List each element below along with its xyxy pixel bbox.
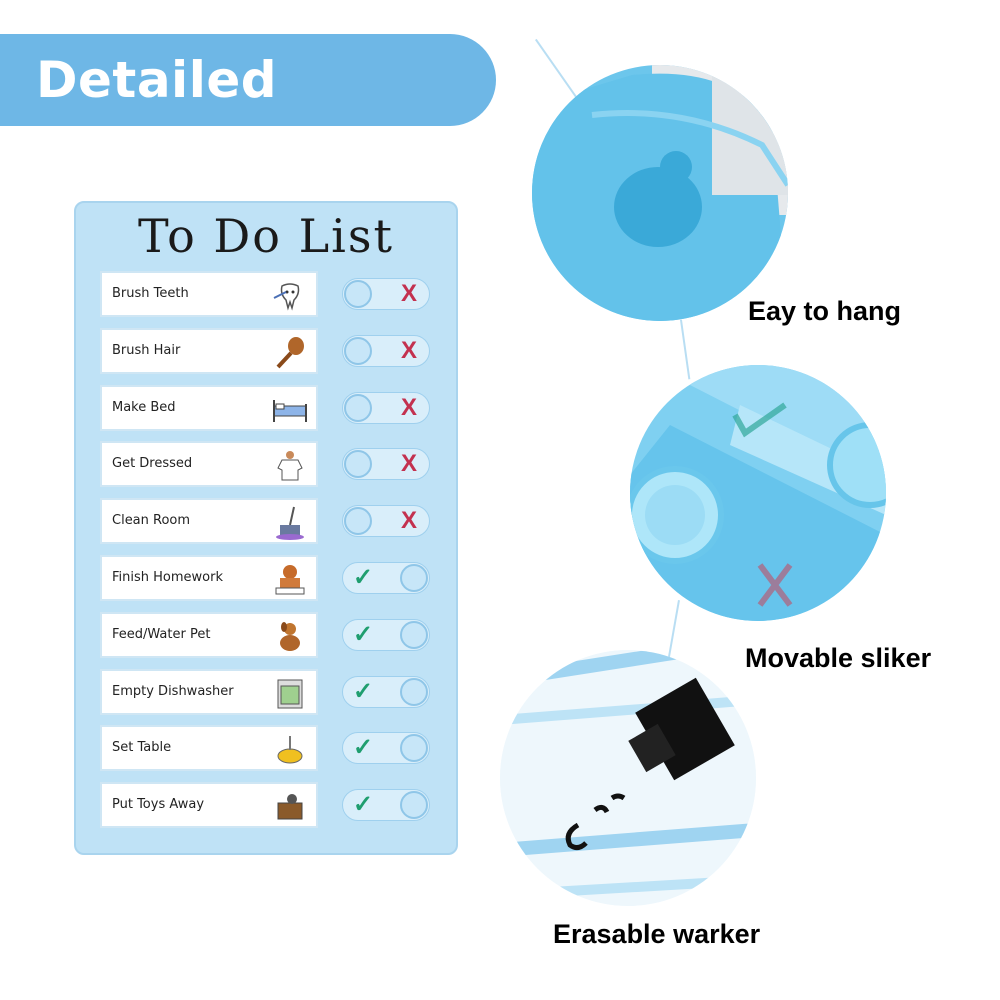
status-slider[interactable]: X — [342, 334, 430, 367]
connector-line — [680, 319, 691, 380]
slider-knob[interactable] — [400, 677, 428, 706]
x-mark-icon: X — [401, 280, 418, 307]
slider-knob[interactable] — [400, 620, 428, 649]
task-row: Brush Teeth X — [100, 271, 430, 317]
shirt-icon — [272, 448, 308, 484]
hang-caption: Eay to hang — [748, 296, 902, 326]
task-row: Feed/Water Pet ✓ — [100, 611, 430, 658]
slider-knob[interactable] — [344, 450, 372, 479]
task-label: Put Toys Away — [112, 797, 205, 813]
x-mark-icon: X — [401, 393, 418, 421]
slider-detail-circle — [630, 365, 886, 621]
task-row: Set Table ✓ — [100, 725, 430, 772]
hairbrush-icon — [272, 335, 308, 371]
slider-knob[interactable] — [400, 791, 428, 820]
check-mark-icon: ✓ — [353, 564, 374, 591]
task-label: Set Table — [112, 740, 172, 756]
task-card: Brush Teeth — [100, 271, 318, 317]
slider-knob[interactable] — [344, 336, 372, 365]
status-slider[interactable]: ✓ — [342, 618, 430, 651]
status-slider[interactable]: ✓ — [342, 789, 430, 822]
status-slider[interactable]: ✓ — [342, 562, 430, 594]
slider-knob[interactable] — [400, 564, 428, 592]
x-mark-icon: X — [401, 336, 418, 364]
slider-knob[interactable] — [400, 734, 428, 763]
task-row: Make Bed X — [100, 384, 430, 431]
task-row: Get Dressed X — [100, 441, 430, 488]
task-card: Finish Homework — [100, 555, 318, 601]
check-mark-icon: ✓ — [353, 734, 374, 762]
table-setting-icon — [272, 732, 308, 768]
board-title: To Do List — [138, 209, 394, 263]
task-label: Finish Homework — [112, 570, 223, 585]
task-card: Feed/Water Pet — [100, 611, 318, 658]
task-card: Clean Room — [100, 498, 318, 545]
task-label: Make Bed — [112, 399, 176, 415]
task-label: Clean Room — [112, 513, 191, 529]
banner-title: Detailed display — [36, 51, 278, 201]
check-mark-icon: ✓ — [353, 677, 374, 705]
header-banner: Detailed display — [0, 34, 496, 201]
task-label: Feed/Water Pet — [112, 626, 211, 642]
x-mark-icon: X — [401, 507, 418, 535]
slider-caption: Movable sliker — [745, 643, 932, 673]
vacuum-icon — [272, 505, 308, 541]
slider-knob[interactable] — [344, 507, 372, 536]
task-label: Empty Dishwasher — [112, 683, 234, 699]
toy-chest-icon — [272, 789, 308, 825]
x-mark-icon: X — [401, 450, 418, 478]
task-card: Make Bed — [100, 384, 318, 431]
status-slider[interactable]: X — [342, 278, 430, 310]
task-row: Finish Homework ✓ — [100, 555, 430, 601]
dog-icon — [272, 619, 308, 655]
status-slider[interactable]: ✓ — [342, 732, 430, 765]
connector-line — [667, 600, 680, 660]
task-card: Brush Hair — [100, 327, 318, 374]
task-label: Brush Teeth — [112, 286, 189, 301]
status-slider[interactable]: ✓ — [342, 675, 430, 708]
hang-detail-circle — [532, 65, 788, 321]
task-card: Get Dressed — [100, 441, 318, 488]
task-card: Set Table — [100, 725, 318, 772]
task-row: Put Toys Away ✓ — [100, 782, 430, 829]
connector-line — [535, 38, 577, 98]
check-mark-icon: ✓ — [353, 620, 374, 648]
status-slider[interactable]: X — [342, 391, 430, 424]
status-slider[interactable]: X — [342, 505, 430, 538]
slider-knob[interactable] — [344, 280, 372, 308]
homework-icon — [272, 562, 308, 598]
dishwasher-icon — [272, 676, 308, 712]
slider-knob-icon — [630, 365, 886, 621]
bed-icon — [272, 392, 308, 428]
tooth-brush-icon — [272, 278, 308, 314]
marker-caption: Erasable warker — [553, 919, 761, 949]
task-card: Empty Dishwasher — [100, 668, 318, 715]
task-row: Empty Dishwasher ✓ — [100, 668, 430, 715]
slider-knob[interactable] — [344, 393, 372, 422]
marker-icon — [500, 650, 756, 906]
task-card: Put Toys Away — [100, 782, 318, 829]
marker-detail-circle — [500, 650, 756, 906]
task-label: Get Dressed — [112, 456, 193, 472]
check-mark-icon: ✓ — [353, 791, 374, 819]
hang-hole-icon — [532, 65, 788, 321]
task-label: Brush Hair — [112, 342, 181, 358]
status-slider[interactable]: X — [342, 448, 430, 481]
task-row: Clean Room X — [100, 498, 430, 545]
task-row: Brush Hair X — [100, 327, 430, 374]
